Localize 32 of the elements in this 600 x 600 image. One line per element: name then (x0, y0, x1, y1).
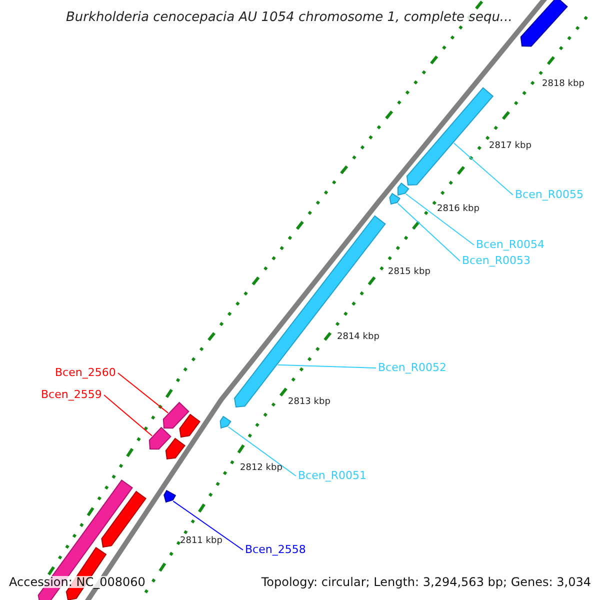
gene-label: Bcen_2558 (245, 544, 306, 555)
gene-feature (164, 490, 176, 503)
gene-feature (220, 416, 232, 429)
gene-label: Bcen_R0051 (298, 470, 366, 481)
gene-feature (148, 426, 172, 450)
gene-label: Bcen_R0053 (462, 255, 530, 266)
leader-line (118, 372, 169, 414)
gene-label: Bcen_2560 (55, 367, 116, 378)
gene-label: Bcen_R0054 (476, 239, 544, 250)
leader-line (397, 202, 460, 262)
gene-label: Bcen_2559 (41, 389, 102, 400)
leader-line (453, 142, 514, 196)
leader-line (104, 394, 153, 436)
tick-label: 2811 kbp (180, 537, 222, 546)
tick-label: 2816 kbp (437, 205, 480, 214)
tick-label: 2812 kbp (240, 464, 282, 473)
leader-line (405, 193, 474, 246)
leader-line (277, 364, 376, 368)
tick-label: 2813 kbp (288, 398, 330, 407)
footer-text: Topology: circular; Length: 3,294,563 bp; Genes: 3,034 (261, 576, 591, 588)
tick-label: 2817 kbp (489, 142, 532, 151)
footer-text: Accession: NC_008060 (9, 576, 146, 588)
gene-feature (162, 402, 190, 429)
gene-feature (397, 182, 410, 196)
leader-line (172, 500, 244, 550)
leader-line (228, 426, 296, 476)
gene-label: Bcen_R0055 (515, 189, 584, 200)
gene-feature (389, 192, 400, 205)
gene-label: Bcen_R0052 (378, 362, 446, 373)
tick-label: 2814 kbp (337, 333, 380, 342)
map-title: Burkholderia cenocepacia AU 1054 chromosome 1, complete sequ... (66, 11, 512, 24)
tick-label: 2818 kbp (542, 80, 584, 89)
